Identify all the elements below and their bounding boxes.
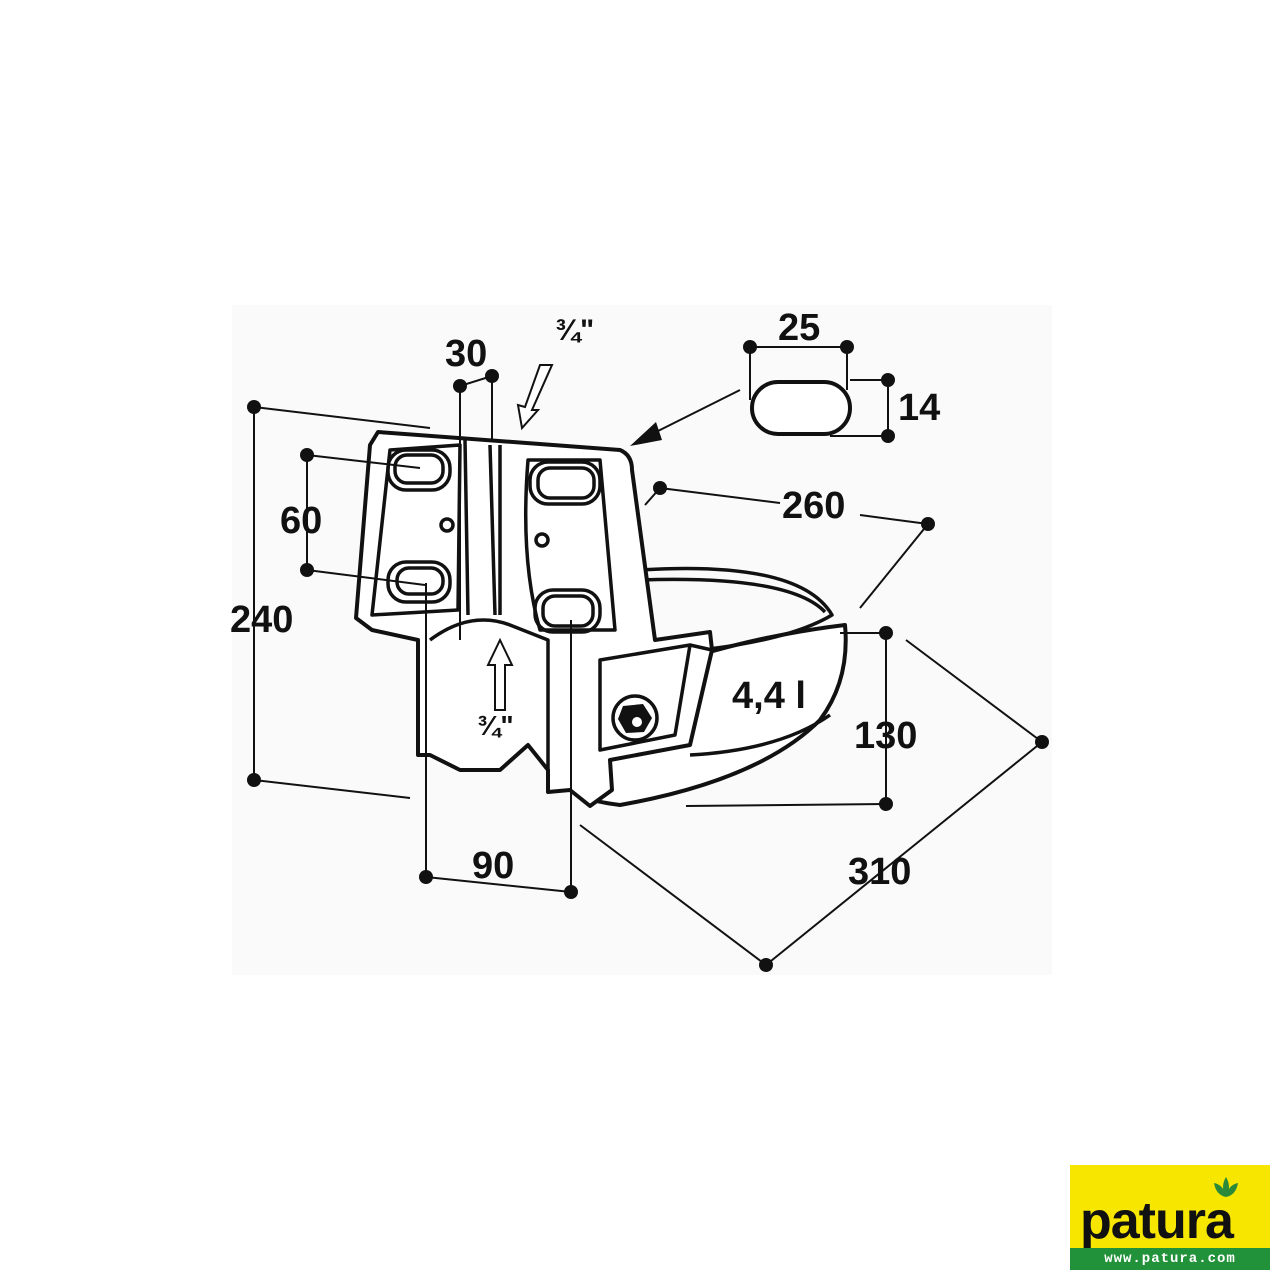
dim-90: 90 xyxy=(472,845,514,887)
dimension-dots xyxy=(247,340,1049,972)
pipe-arrow-bottom-icon xyxy=(486,637,514,711)
dim-pipe-bottom: ¾" xyxy=(477,710,514,741)
dimension-lines xyxy=(253,346,1043,966)
mount-hole-top-right xyxy=(528,460,602,506)
dim-60: 60 xyxy=(280,500,322,542)
dim-30: 30 xyxy=(445,333,487,375)
dim-130: 130 xyxy=(854,715,917,757)
dim-pipe-top: ¾" xyxy=(555,314,594,347)
volume-label: 4,4 l xyxy=(732,675,806,717)
slot-outline xyxy=(750,380,852,436)
bowl-body xyxy=(573,566,848,807)
pipe-arrow-top-icon xyxy=(516,364,554,431)
arrow-icon xyxy=(630,422,662,446)
mount-hole-bottom-left xyxy=(386,560,452,604)
dim-310: 310 xyxy=(848,851,911,893)
dim-25: 25 xyxy=(778,307,820,349)
logo-url: www.patura.com xyxy=(1070,1248,1270,1270)
logo-wordmark: patura xyxy=(1080,1192,1234,1250)
dim-240: 240 xyxy=(230,599,293,641)
mount-hole-bottom-right xyxy=(533,588,602,634)
patura-logo: patura www.patura.com xyxy=(1070,1165,1270,1270)
valve-nut xyxy=(611,694,659,742)
mount-hole-top-left xyxy=(386,448,452,492)
dim-14: 14 xyxy=(898,387,940,429)
dim-260: 260 xyxy=(782,485,845,527)
leaf-icon xyxy=(1214,1177,1238,1197)
